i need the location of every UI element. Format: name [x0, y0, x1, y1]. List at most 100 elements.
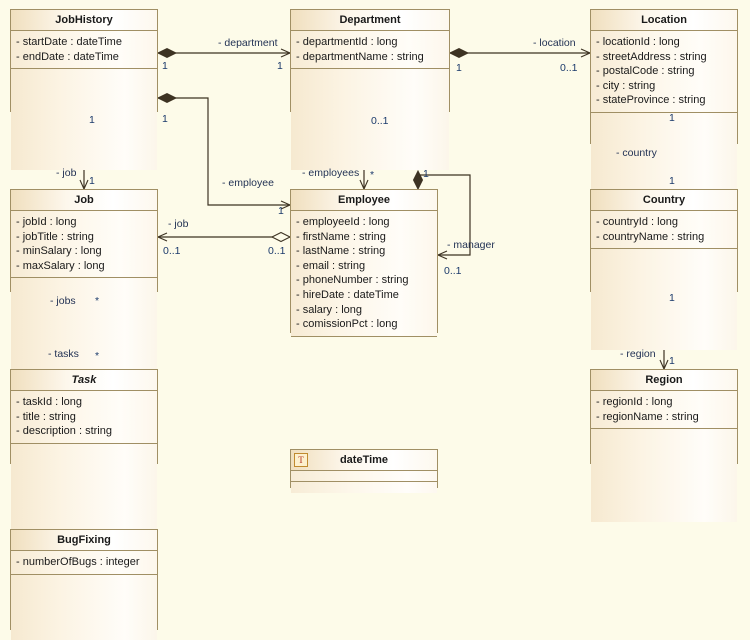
edge-label-country: - country	[616, 147, 657, 159]
multiplicity-label: 1	[456, 62, 462, 74]
type-icon: T	[294, 453, 308, 467]
attribute: - jobId : long	[16, 216, 77, 228]
class-box-location[interactable]: Location - locationId : long - streetAdd…	[590, 9, 738, 246]
edge-jobhistory-department	[156, 47, 292, 59]
attribute: - countryId : long	[596, 216, 678, 228]
class-title-country: Country	[591, 190, 737, 211]
class-title-department: Department	[291, 10, 449, 31]
edge-label-region: - region	[620, 348, 656, 360]
datatype-label: dateTime	[339, 454, 389, 466]
class-title-jobhistory: JobHistory	[11, 10, 157, 31]
class-box-country[interactable]: Country - countryId : long - countryName…	[590, 189, 738, 351]
multiplicity-label: 1	[162, 60, 168, 72]
multiplicity-label: 0..1	[268, 245, 286, 257]
class-box-region[interactable]: Region - regionId : long - regionName : …	[590, 369, 738, 523]
attribute: - salary : long	[296, 303, 363, 316]
attribute: - jobTitle : string	[16, 230, 94, 243]
attribute: - phoneNumber : string	[296, 274, 409, 287]
multiplicity-label: 0..1	[560, 62, 578, 74]
class-operations-region	[591, 429, 737, 523]
multiplicity-label: *	[95, 350, 100, 362]
datatype-box-datetime[interactable]: T dateTime	[290, 449, 438, 493]
attribute: - email : string	[296, 259, 366, 272]
edge-label-department: - department	[218, 37, 278, 49]
attribute: - employeeId : long	[296, 216, 390, 228]
class-box-bugfixing[interactable]: BugFixing - numberOfBugs : integer	[10, 529, 158, 640]
class-attributes-employee: - employeeId : long - firstName : string…	[291, 211, 437, 337]
class-box-task[interactable]: Task - taskId : long - title : string - …	[10, 369, 158, 537]
edge-label-job-jobhistory: - job	[56, 167, 77, 179]
class-box-department[interactable]: Department - departmentId : long - depar…	[290, 9, 450, 171]
multiplicity-label: *	[95, 295, 100, 307]
class-attributes-task: - taskId : long - title : string - descr…	[11, 391, 157, 444]
class-box-jobhistory[interactable]: JobHistory - startDate : dateTime - endD…	[10, 9, 158, 171]
attribute: - endDate : dateTime	[16, 50, 119, 63]
edge-label-job-employee: - job	[168, 218, 189, 230]
attribute: - taskId : long	[16, 396, 83, 408]
datatype-title-datetime: T dateTime	[291, 450, 437, 471]
attribute: - minSalary : long	[16, 245, 102, 258]
attribute: - title : string	[16, 410, 76, 423]
attribute: - comissionPct : long	[296, 318, 398, 331]
class-title-bugfixing: BugFixing	[11, 530, 157, 551]
multiplicity-label: *	[370, 169, 375, 181]
class-operations-country	[591, 249, 737, 351]
attribute: - regionName : string	[596, 410, 699, 423]
edge-employee-job	[156, 231, 292, 243]
attribute: - postalCode : string	[596, 65, 695, 78]
attribute: - streetAddress : string	[596, 50, 707, 63]
multiplicity-label: 1	[89, 175, 95, 187]
class-operations-department	[291, 69, 449, 171]
class-operations-jobhistory	[11, 69, 157, 171]
edge-label-jobs: - jobs	[50, 295, 76, 307]
multiplicity-label: 1	[669, 112, 675, 124]
class-attributes-bugfixing: - numberOfBugs : integer	[11, 551, 157, 575]
attribute: - hireDate : dateTime	[296, 288, 399, 301]
attribute: - countryName : string	[596, 230, 705, 243]
attribute: - locationId : long	[596, 36, 680, 48]
edge-label-employee: - employee	[222, 177, 274, 189]
attribute: - city : string	[596, 79, 656, 92]
multiplicity-label: 0..1	[163, 245, 181, 257]
class-attributes-job: - jobId : long - jobTitle : string - min…	[11, 211, 157, 279]
attribute: - firstName : string	[296, 230, 386, 243]
multiplicity-label: 1	[162, 113, 168, 125]
class-operations-bugfixing	[11, 574, 157, 640]
class-attributes-department: - departmentId : long - departmentName :…	[291, 31, 449, 70]
multiplicity-label: 1	[278, 205, 284, 217]
edge-department-location	[448, 47, 592, 59]
multiplicity-label: 1	[423, 168, 429, 180]
attribute: - departmentName : string	[296, 50, 424, 63]
datatype-attributes-datetime	[291, 471, 437, 482]
class-title-employee: Employee	[291, 190, 437, 211]
class-box-employee[interactable]: Employee - employeeId : long - firstName…	[290, 189, 438, 337]
datatype-operations-datetime	[291, 482, 437, 493]
attribute: - maxSalary : long	[16, 259, 105, 272]
attribute: - departmentId : long	[296, 36, 398, 48]
class-attributes-location: - locationId : long - streetAddress : st…	[591, 31, 737, 113]
attribute: - startDate : dateTime	[16, 36, 122, 48]
class-box-job[interactable]: Job - jobId : long - jobTitle : string -…	[10, 189, 158, 380]
edge-label-location: - location	[533, 37, 576, 49]
edge-label-employees: - employees	[302, 167, 360, 179]
class-operations-task	[11, 443, 157, 537]
class-title-location: Location	[591, 10, 737, 31]
class-attributes-country: - countryId : long - countryName : strin…	[591, 211, 737, 250]
attribute: - description : string	[16, 425, 112, 438]
class-title-task: Task	[11, 370, 157, 391]
class-operations-job	[11, 278, 157, 380]
multiplicity-label: 0..1	[371, 115, 389, 127]
class-attributes-region: - regionId : long - regionName : string	[591, 391, 737, 430]
multiplicity-label: 0..1	[444, 265, 462, 277]
edge-label-tasks: - tasks	[48, 348, 79, 360]
attribute: - regionId : long	[596, 396, 673, 408]
multiplicity-label: 1	[669, 355, 675, 367]
attribute: - stateProvince : string	[596, 94, 706, 107]
multiplicity-label: 1	[669, 175, 675, 187]
attribute: - numberOfBugs : integer	[16, 556, 140, 568]
class-title-region: Region	[591, 370, 737, 391]
multiplicity-label: 1	[89, 114, 95, 126]
multiplicity-label: 1	[277, 60, 283, 72]
class-title-job: Job	[11, 190, 157, 211]
